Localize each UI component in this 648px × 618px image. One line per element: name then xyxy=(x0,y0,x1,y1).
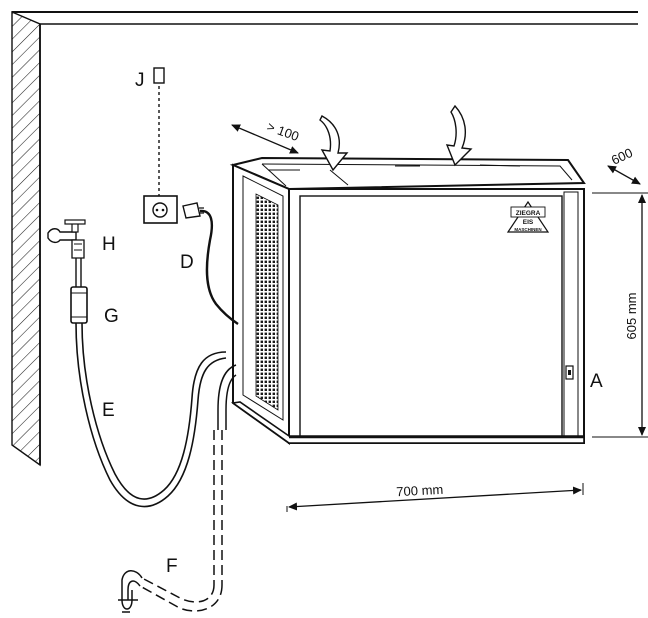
side-clearance-label: 600 xyxy=(609,145,635,168)
airflow-arrow-icon xyxy=(445,104,473,167)
top-clearance-line xyxy=(231,124,299,154)
water-filter-icon xyxy=(70,286,88,324)
width-label: 700 mm xyxy=(396,482,444,499)
height-label: 605 mm xyxy=(624,293,639,340)
width-dimension-line xyxy=(288,486,582,511)
ziegra-logo: ZIEGRA EIS MASCHINEN xyxy=(506,200,550,233)
drain xyxy=(118,364,237,613)
label-d: D xyxy=(180,252,194,273)
wall xyxy=(11,10,638,467)
label-f: F xyxy=(166,556,178,577)
logo-line-3: MASCHINEN xyxy=(514,227,541,232)
top-clearance-label: > 100 xyxy=(265,119,301,144)
label-a: A xyxy=(590,371,603,392)
logo-line-2: EIS xyxy=(523,219,534,226)
dimension-lines xyxy=(231,124,648,512)
ice-machine xyxy=(229,156,586,445)
airflow-arrow-icon xyxy=(319,115,349,172)
water-supply xyxy=(47,219,227,508)
airflow-arrows xyxy=(319,104,473,172)
fuse-icon xyxy=(153,67,165,84)
label-h: H xyxy=(102,234,116,255)
water-hose-inner xyxy=(81,322,227,500)
power-cord xyxy=(199,209,239,325)
logo-line-1: ZIEGRA xyxy=(516,210,541,217)
water-hose-outer xyxy=(75,322,227,508)
plug-icon xyxy=(182,202,201,219)
siphon-icon xyxy=(121,570,143,610)
power-supply xyxy=(143,67,239,325)
label-e: E xyxy=(102,400,115,421)
side-clearance-line xyxy=(607,165,641,185)
label-g: G xyxy=(104,306,119,327)
label-j: J xyxy=(135,70,145,91)
side-grille xyxy=(255,193,279,411)
